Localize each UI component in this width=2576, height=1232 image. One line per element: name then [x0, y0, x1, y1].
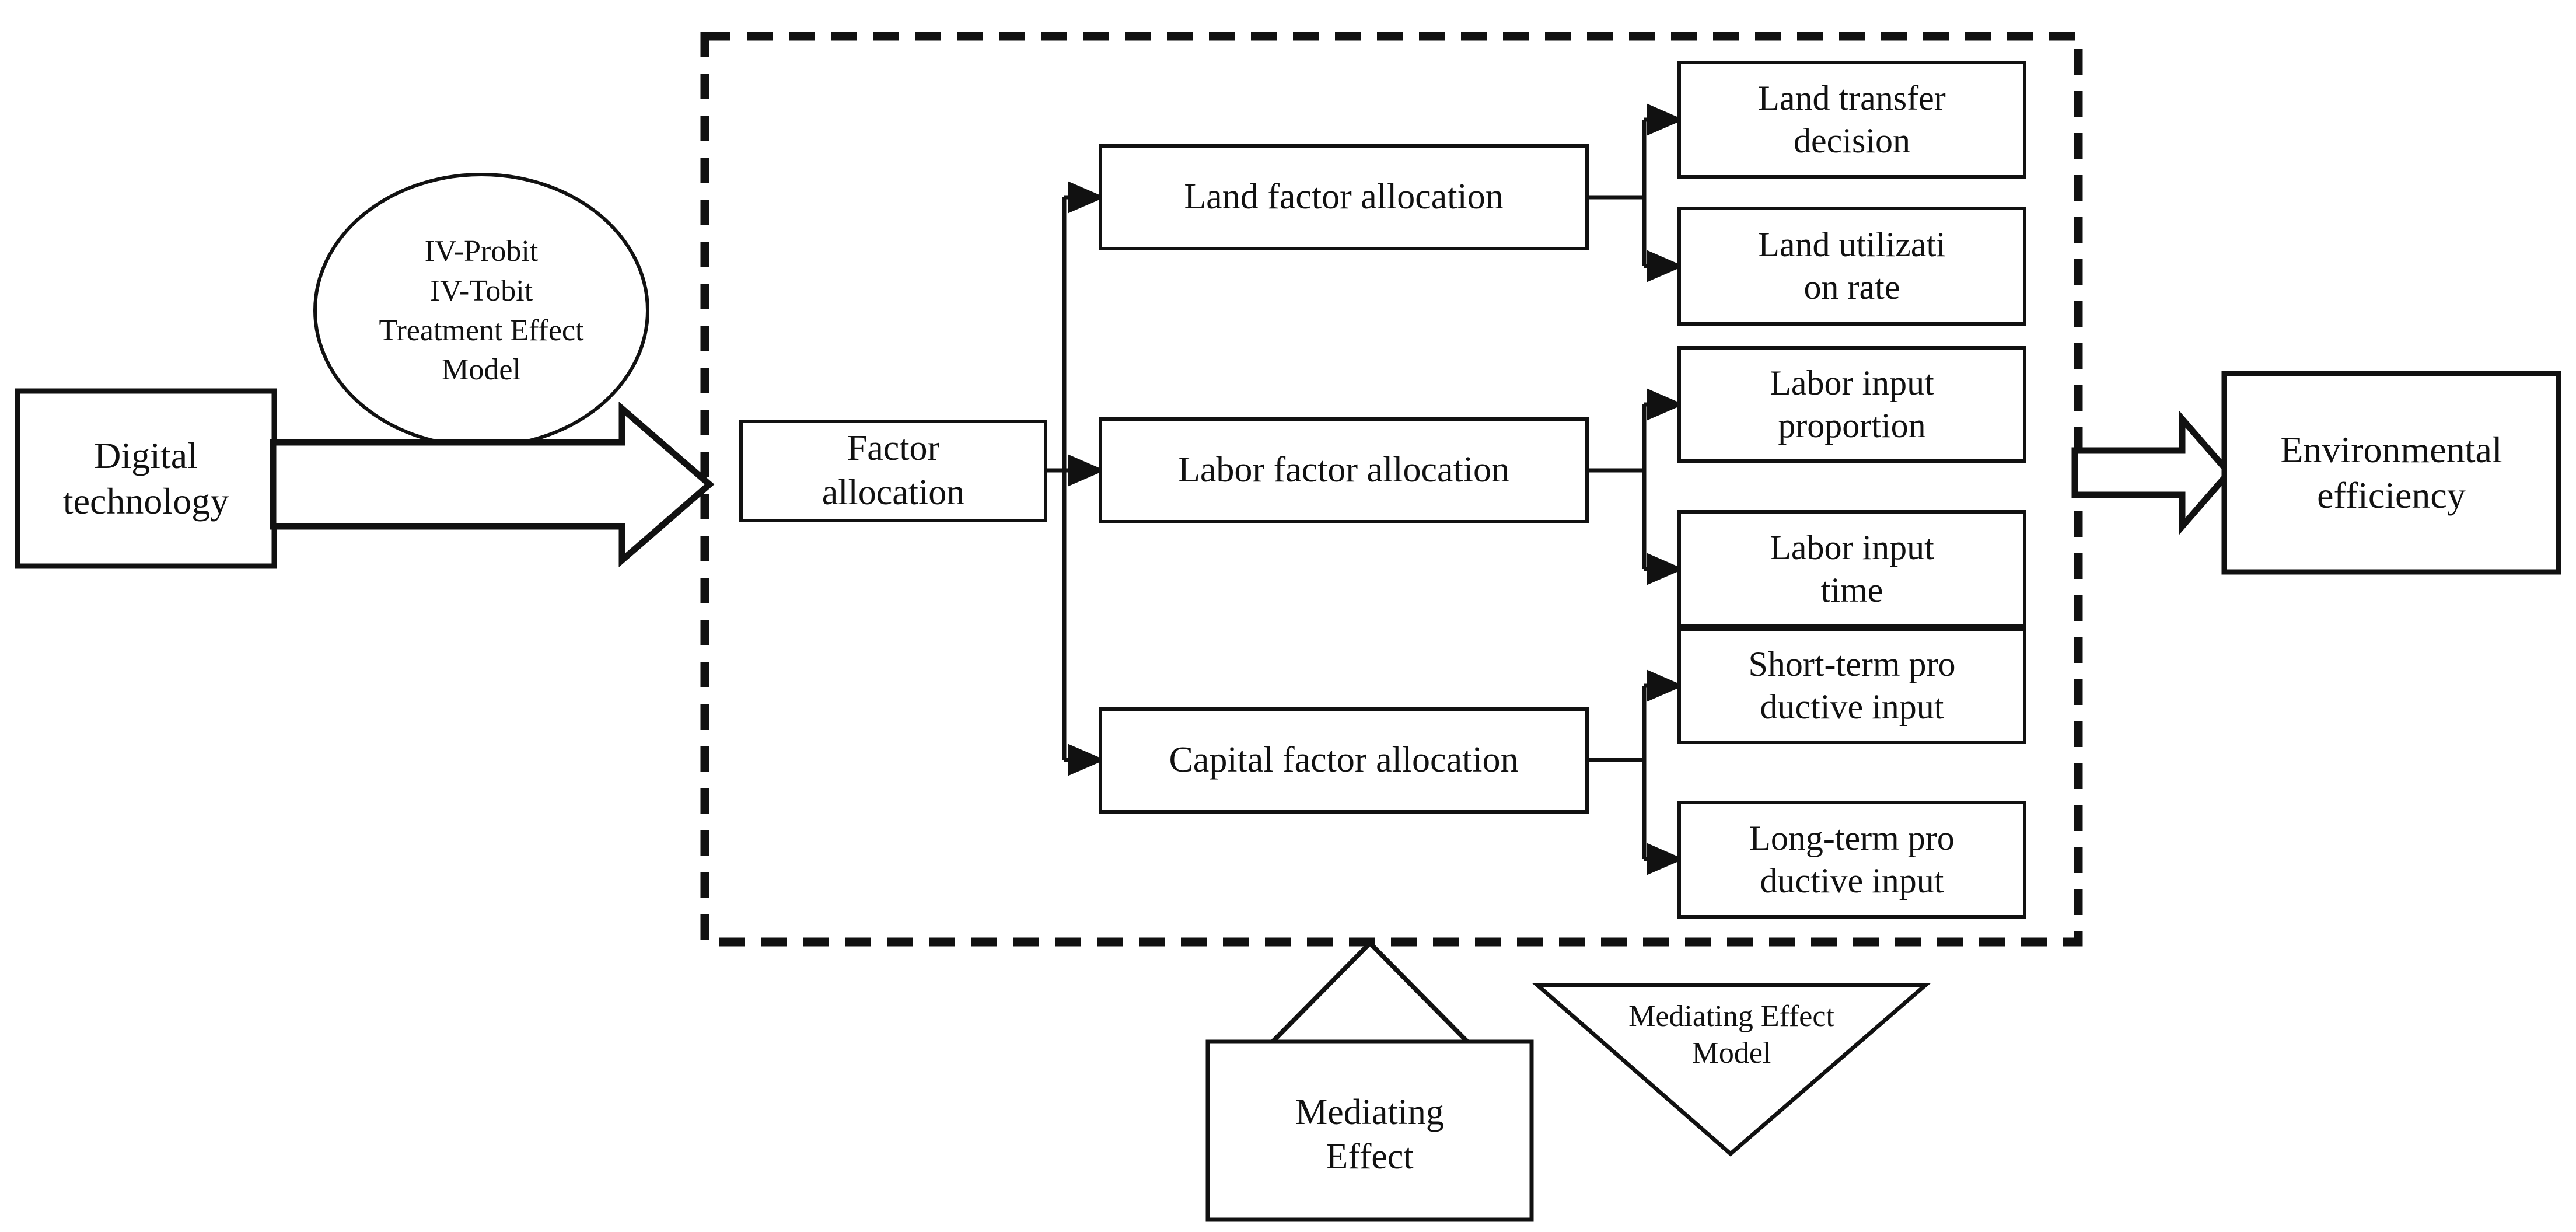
mediating-effect-box-shape — [1205, 1039, 1534, 1222]
environmental-efficiency-label[interactable]: Environmental efficiency — [2280, 428, 2502, 516]
digital-technology-label[interactable]: Digital technology — [62, 434, 229, 522]
right-block-arrow-shape — [2071, 410, 2234, 535]
land-transfer-decision-box-shape — [1677, 61, 2026, 179]
short-term-productive-input-box-shape — [1677, 627, 2026, 744]
factor-allocation-box-shape — [739, 420, 1047, 522]
connector-capital-spine — [1587, 686, 1647, 859]
labor-input-time-box-shape — [1677, 510, 2026, 628]
long-term-productive-input-box-shape — [1677, 801, 2026, 919]
land-utilization-rate-box-shape — [1677, 207, 2026, 326]
mediating-effect-model-triangle-shape — [1532, 983, 1931, 1157]
capital-factor-allocation-label[interactable]: Capital factor allocation — [1169, 740, 1519, 780]
land-factor-allocation-box-shape — [1099, 144, 1589, 250]
land-transfer-decision-label[interactable]: Land transfer decision — [1758, 78, 1946, 160]
labor-input-time-label[interactable]: Labor input time — [1770, 528, 1934, 609]
labor-input-proportion-box-shape — [1677, 346, 2026, 463]
digital-technology-box-shape — [15, 388, 277, 569]
environmental-efficiency-box-shape — [2221, 371, 2561, 575]
labor-input-proportion-label[interactable]: Labor input proportion — [1770, 363, 1934, 445]
short-term-productive-input-label[interactable]: Short-term pro ductive input — [1748, 644, 1956, 726]
left-block-arrow-shape — [270, 401, 715, 568]
method-ellipse-label[interactable]: IV-Probit IV-Tobit Treatment Effect Mode… — [379, 235, 584, 387]
land-factor-allocation-label[interactable]: Land factor allocation — [1184, 177, 1504, 217]
connector-labor-spine — [1587, 404, 1647, 569]
mediating-effect-model-label[interactable]: Mediating Effect Model — [1628, 1000, 1834, 1070]
long-term-productive-input-label[interactable]: Long-term pro ductive input — [1749, 818, 1955, 900]
land-utilization-rate-label[interactable]: Land utilizati on rate — [1758, 225, 1946, 306]
factor-allocation-label[interactable]: Factor allocation — [822, 428, 965, 512]
labor-factor-allocation-box-shape — [1099, 417, 1589, 523]
mediating-effect-label[interactable]: Mediating Effect — [1295, 1093, 1444, 1177]
labor-factor-allocation-label[interactable]: Labor factor allocation — [1177, 450, 1510, 490]
connector-land-spine — [1587, 120, 1647, 266]
